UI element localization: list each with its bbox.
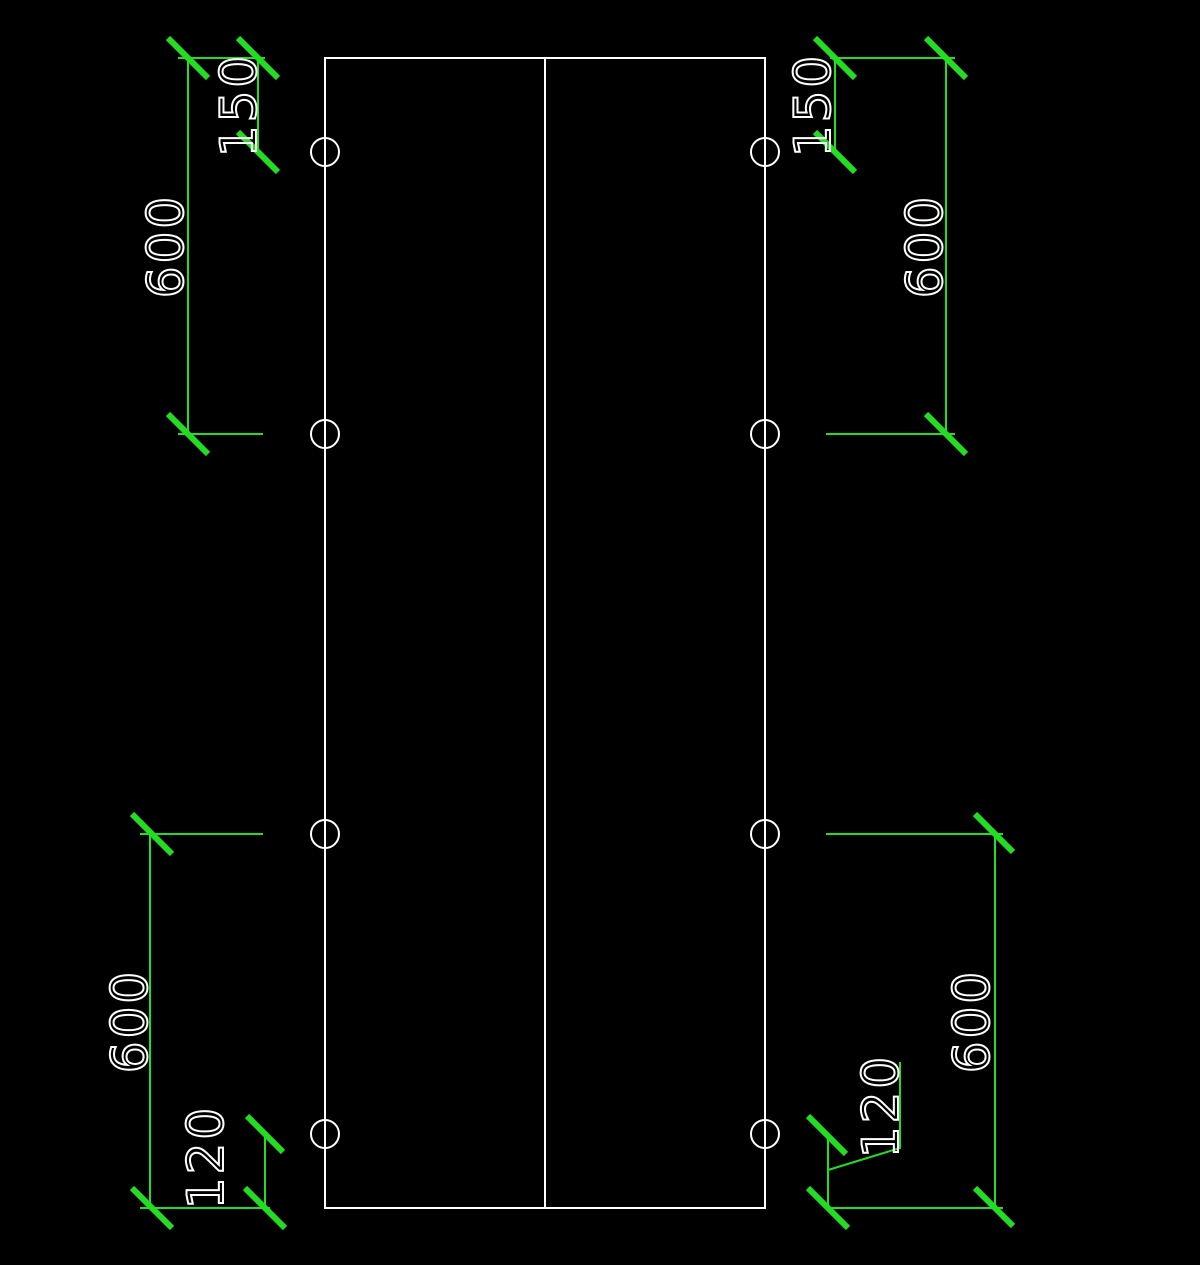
hole-markers: [310, 137, 780, 1149]
dim-tick: [129, 811, 175, 857]
dim-tick: [242, 1185, 288, 1231]
dim-text-right-top-small: 150: [784, 53, 842, 157]
dim-text-right-bottom-large: 600: [943, 969, 1001, 1073]
dim-tick: [244, 1113, 286, 1155]
hole-marker: [750, 419, 780, 449]
dim-text-right-top-large: 600: [896, 194, 954, 298]
dimension-lines: [140, 57, 1003, 1209]
hole-marker: [750, 1119, 780, 1149]
dim-text-left-top-small: 150: [210, 53, 268, 157]
dim-tick: [165, 35, 211, 81]
dim-tick: [972, 811, 1016, 855]
dim-tick: [235, 129, 281, 175]
dim-tick: [923, 411, 969, 457]
hole-marker: [310, 419, 340, 449]
dimension-ticks: [129, 35, 1016, 1231]
dim-leader: [827, 1062, 901, 1171]
hole-marker: [310, 819, 340, 849]
dim-text-right-bottom-small: 120: [852, 1054, 910, 1158]
dim-tick: [923, 35, 969, 81]
hole-marker: [310, 1119, 340, 1149]
hole-marker: [750, 137, 780, 167]
dim-tick: [812, 35, 858, 81]
dim-tick: [812, 129, 858, 175]
dim-tick: [165, 411, 211, 457]
dim-tick: [235, 35, 281, 81]
dim-tick: [972, 1185, 1016, 1229]
dim-tick: [805, 1185, 851, 1231]
panel-outline: [324, 57, 766, 1209]
dim-text-left-bottom-large: 600: [101, 969, 159, 1073]
hole-marker: [750, 819, 780, 849]
hole-marker: [310, 137, 340, 167]
dim-text-left-bottom-small: 120: [177, 1105, 235, 1209]
dim-text-left-top-large: 600: [137, 194, 195, 298]
dim-tick: [805, 1113, 849, 1157]
dim-tick: [129, 1185, 175, 1231]
